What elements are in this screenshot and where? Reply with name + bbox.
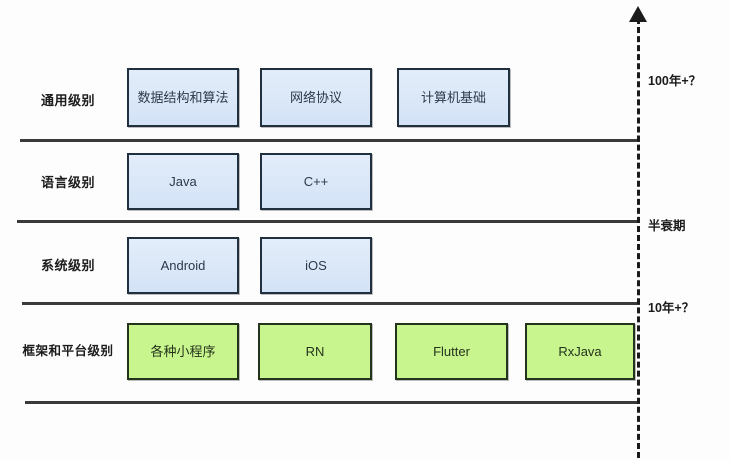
divider-2 (17, 220, 640, 223)
node-box[interactable]: 各种小程序 (127, 323, 239, 380)
node-box[interactable]: iOS (260, 237, 372, 294)
divider-1 (20, 139, 640, 142)
time-axis-line (637, 18, 640, 458)
node-box[interactable]: 数据结构和算法 (127, 68, 239, 127)
tier-label-framework: 框架和平台级别 (22, 344, 114, 358)
node-box[interactable]: RN (258, 323, 372, 380)
node-box[interactable]: Java (127, 153, 239, 210)
axis-arrow-icon (629, 6, 647, 22)
divider-3 (22, 302, 640, 305)
tier-label-general: 通用级别 (40, 93, 95, 108)
node-box[interactable]: 网络协议 (260, 68, 372, 127)
node-box[interactable]: Flutter (395, 323, 508, 380)
tier-label-language: 语言级别 (40, 175, 95, 190)
node-box[interactable]: 计算机基础 (397, 68, 510, 127)
axis-note: 半衰期 (648, 219, 686, 233)
node-box[interactable]: C++ (260, 153, 372, 210)
node-box[interactable]: RxJava (525, 323, 635, 380)
axis-note: 10年+？ (648, 301, 695, 315)
divider-4 (25, 401, 640, 404)
axis-note: 100年+？ (648, 74, 702, 88)
tier-label-system: 系统级别 (40, 258, 95, 273)
node-box[interactable]: Android (127, 237, 239, 294)
